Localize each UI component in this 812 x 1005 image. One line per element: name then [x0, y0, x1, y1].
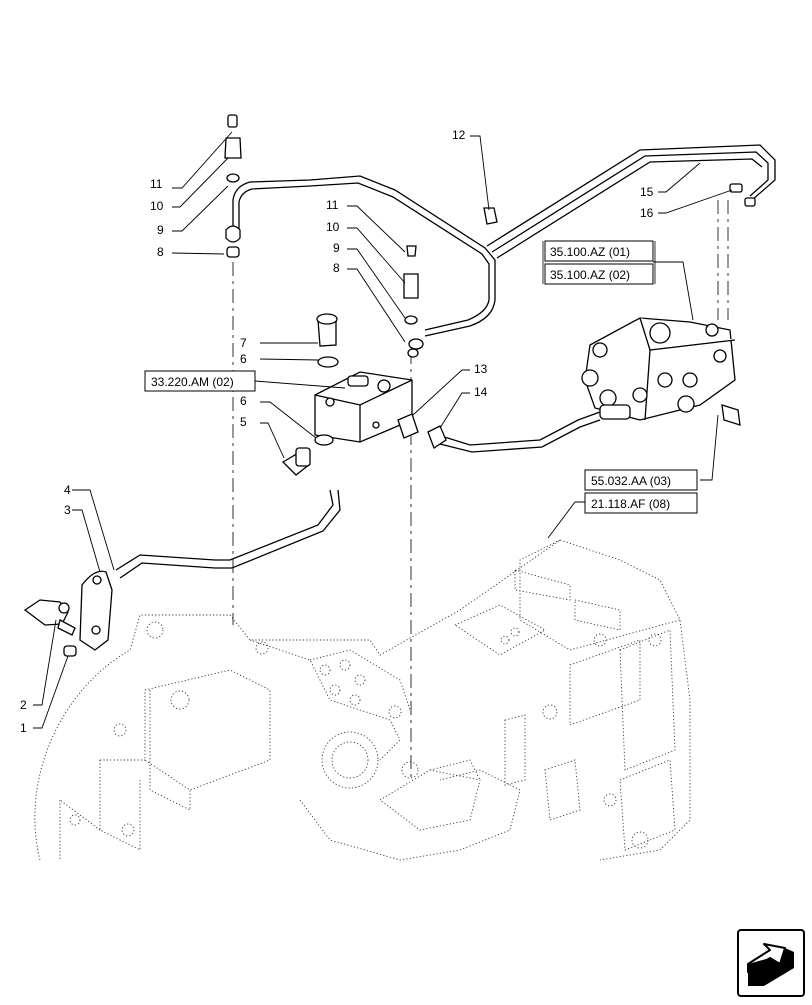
- bleed-screw-part-11-b: [406, 245, 417, 257]
- callout-12: 12: [452, 128, 466, 142]
- valve-block: [314, 371, 413, 443]
- next-page-arrow-icon[interactable]: [737, 929, 805, 997]
- callout-2: 2: [20, 698, 27, 712]
- elbow-fitting-part-5: [281, 447, 311, 476]
- o-ring-part-6-b: [314, 434, 334, 446]
- screw-part-10-b: [403, 273, 419, 299]
- callout-9-middle: 9: [333, 241, 340, 255]
- washer-part-8-c: [407, 348, 419, 358]
- lower-pipe-left: [115, 489, 341, 579]
- callout-1: 1: [20, 721, 27, 735]
- transmission-housing-outline: [34, 539, 691, 861]
- callout-10-middle: 10: [326, 220, 340, 234]
- pipe-clip-part-12: [483, 207, 498, 225]
- reference-33-220-am-02[interactable]: 33.220.AM (02): [144, 370, 256, 392]
- bolt-part-1: [63, 645, 77, 657]
- sealing-washer-part-10: [226, 173, 240, 183]
- callout-7: 7: [240, 336, 247, 350]
- o-ring-part-6: [317, 356, 339, 368]
- remote-valve-assembly: [581, 317, 736, 421]
- adapter-part-13: [397, 413, 419, 439]
- callout-10-left: 10: [150, 199, 164, 213]
- reference-label: 55.032.AA (03): [591, 474, 671, 488]
- reference-55-032-aa-03[interactable]: 55.032.AA (03): [584, 469, 698, 491]
- callout-15: 15: [640, 185, 654, 199]
- callout-8-left: 8: [157, 245, 164, 259]
- callout-labels: 11 10 9 8 11 10 9 8 7 6 6 5 4 3 2 1 12 1…: [20, 128, 654, 735]
- plug-part-7: [316, 313, 338, 347]
- callout-14: 14: [474, 385, 488, 399]
- upper-pipe-long: [486, 144, 776, 259]
- callout-5: 5: [240, 415, 247, 429]
- fitting-part-16: [729, 183, 743, 193]
- mounting-plate-part-3: [79, 570, 113, 651]
- callout-11-middle: 11: [326, 198, 339, 212]
- reference-35-100-az-02[interactable]: 35.100.AZ (02): [544, 263, 654, 285]
- fitting-part-16-b: [744, 197, 756, 207]
- banjo-part-8-b: [408, 338, 424, 350]
- callout-4: 4: [64, 483, 71, 497]
- callout-11-left: 11: [150, 177, 163, 191]
- reference-label: 33.220.AM (02): [151, 375, 234, 389]
- sensor-part: [721, 404, 741, 426]
- reference-21-118-af-08[interactable]: 21.118.AF (08): [584, 492, 698, 514]
- washer-part-8: [226, 246, 240, 258]
- bleed-screw-part-11: [224, 114, 242, 159]
- callout-3: 3: [64, 503, 71, 517]
- upper-pipe-left: [232, 175, 496, 337]
- reference-label: 35.100.AZ (02): [550, 268, 630, 282]
- reference-35-100-az-01[interactable]: 35.100.AZ (01): [544, 240, 654, 262]
- nut-part-14: [427, 425, 447, 449]
- washer-part-9-b: [404, 315, 418, 325]
- reference-label: 35.100.AZ (01): [550, 245, 630, 259]
- leader-lines: [33, 131, 733, 729]
- lower-pipe-right: [437, 411, 601, 453]
- callout-8-middle: 8: [333, 261, 340, 275]
- callout-13: 13: [474, 362, 488, 376]
- callout-9-left: 9: [157, 223, 164, 237]
- banjo-fitting-part-9: [225, 225, 241, 243]
- callout-16: 16: [640, 206, 654, 220]
- pressure-switch-part-2: [23, 599, 76, 636]
- callout-6-top: 6: [240, 352, 247, 366]
- reference-label: 21.118.AF (08): [591, 497, 670, 511]
- callout-6-bottom: 6: [240, 394, 247, 408]
